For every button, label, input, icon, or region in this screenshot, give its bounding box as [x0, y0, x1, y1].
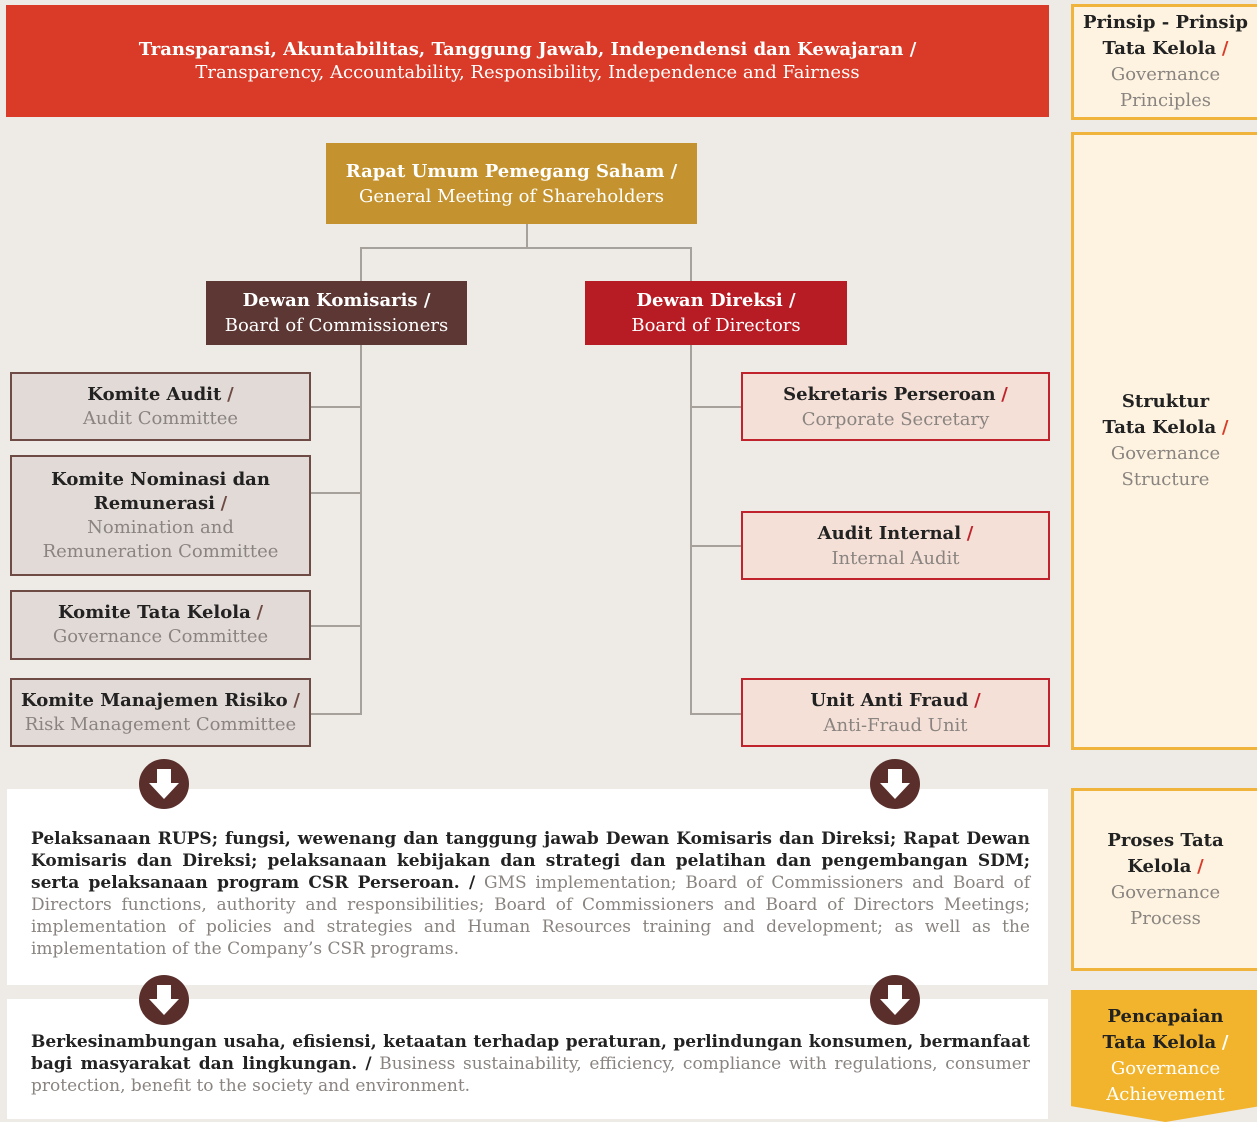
committee-name-en: Audit Committee: [82, 407, 239, 429]
committee-name: Komite Tata Kelola: [57, 602, 251, 623]
committee-name: Komite Audit: [87, 383, 222, 405]
connector-line: [311, 625, 362, 627]
principles-bar: Transparansi, Akuntabilitas, Tanggung Ja…: [6, 5, 1049, 117]
down-arrow-circle-icon: [139, 759, 189, 809]
side-process-sub-2: Process: [1130, 907, 1201, 929]
connector-line: [360, 345, 362, 715]
committee-name-en-2: Remuneration Committee: [42, 540, 279, 562]
committee-name-2: Remunerasi: [93, 492, 215, 514]
side-process: Proses Tata Kelola / Governance Process: [1071, 788, 1257, 971]
board-of-directors-box: Dewan Direksi / Board of Directors: [585, 281, 847, 345]
side-structure-title-1: Struktur: [1121, 391, 1210, 412]
slash: /: [1221, 1032, 1229, 1053]
down-arrow-circle-icon: [870, 759, 920, 809]
connector-line: [311, 713, 362, 715]
unit-name-en: Corporate Secretary: [801, 408, 990, 430]
side-structure-sub-2: Structure: [1121, 469, 1210, 490]
slash: /: [966, 522, 974, 544]
side-process-title-2: Kelola: [1127, 855, 1192, 877]
committee-risk-management: Komite Manajemen Risiko / Risk Managemen…: [10, 678, 311, 747]
slash: /: [1221, 38, 1229, 59]
down-arrow-circle-icon: [139, 975, 189, 1025]
connector-line: [360, 247, 692, 249]
boc-title: Dewan Komisaris /: [242, 290, 431, 311]
slash: /: [1197, 855, 1204, 877]
committee-name: Komite Manajemen Risiko: [21, 689, 288, 711]
slash: /: [293, 689, 300, 711]
slash: /: [1001, 383, 1008, 405]
unit-name: Audit Internal: [817, 522, 962, 544]
side-principles-sub-2: Principles: [1119, 90, 1212, 111]
principles-subtitle: Transparency, Accountability, Responsibi…: [195, 62, 860, 83]
slash: /: [1221, 417, 1229, 438]
connector-line: [311, 492, 362, 494]
connector-line: [311, 406, 362, 408]
side-principles-sub-1: Governance: [1110, 64, 1221, 85]
unit-name-en: Internal Audit: [831, 547, 960, 569]
process-panel: Pelaksanaan RUPS; fungsi, wewenang dan t…: [7, 789, 1048, 985]
process-text-normal: GMS implementation; Board of Commissione…: [31, 873, 1030, 959]
gms-box: Rapat Umum Pemegang Saham / General Meet…: [326, 143, 697, 224]
side-achievement-sub-2: Achievement: [1106, 1084, 1225, 1105]
achievement-text: Berkesinambungan usaha, efisiensi, ketaa…: [31, 1021, 1030, 1097]
side-achievement: Pencapaian Tata Kelola / Governance Achi…: [1071, 990, 1257, 1122]
unit-name-en: Anti-Fraud Unit: [823, 714, 968, 736]
committee-name-en: Risk Management Committee: [24, 713, 297, 735]
side-achievement-sub-1: Governance: [1110, 1058, 1221, 1079]
principles-title: Transparansi, Akuntabilitas, Tanggung Ja…: [138, 39, 917, 60]
connector-line: [360, 247, 362, 281]
side-principles-title-1: Prinsip - Prinsip: [1082, 12, 1248, 33]
slash: /: [256, 602, 264, 623]
side-structure-sub-1: Governance: [1110, 443, 1221, 464]
achievement-panel: Berkesinambungan usaha, efisiensi, ketaa…: [7, 999, 1048, 1119]
gms-title: Rapat Umum Pemegang Saham /: [345, 160, 678, 182]
unit-name: Sekretaris Perseroan: [783, 383, 996, 405]
board-of-commissioners-box: Dewan Komisaris / Board of Commissioners: [206, 281, 467, 345]
boc-subtitle: Board of Commissioners: [224, 315, 449, 336]
slash: /: [227, 383, 234, 405]
connector-line: [526, 224, 528, 248]
committee-name-en: Nomination and: [87, 516, 234, 538]
committee-nomination-remuneration: Komite Nominasi dan Remunerasi / Nominat…: [10, 455, 311, 576]
side-achievement-title-1: Pencapaian: [1107, 1006, 1224, 1027]
side-principles-title-2: Tata Kelola: [1102, 38, 1217, 59]
process-text: Pelaksanaan RUPS; fungsi, wewenang dan t…: [31, 814, 1030, 960]
side-process-title-1: Proses Tata: [1107, 829, 1224, 851]
slash: /: [220, 492, 228, 514]
committee-name-en: Governance Committee: [52, 626, 269, 647]
connector-line: [690, 545, 741, 547]
committee-name: Komite Nominasi dan: [51, 468, 270, 490]
side-process-sub-1: Governance: [1110, 881, 1221, 903]
side-achievement-title-2: Tata Kelola: [1102, 1032, 1217, 1053]
connector-line: [690, 247, 692, 281]
down-arrow-circle-icon: [870, 975, 920, 1025]
committee-audit: Komite Audit / Audit Committee: [10, 372, 311, 441]
side-structure-title-2: Tata Kelola: [1102, 417, 1217, 438]
connector-line: [690, 345, 692, 715]
side-structure: Struktur Tata Kelola / Governance Struct…: [1071, 132, 1257, 750]
bod-title: Dewan Direksi /: [636, 290, 796, 311]
achievement-text-normal: Business sustainability, efficiency, com…: [31, 1054, 1030, 1096]
committee-governance: Komite Tata Kelola / Governance Committe…: [10, 590, 311, 660]
slash: /: [974, 689, 981, 711]
unit-corporate-secretary: Sekretaris Perseroan / Corporate Secreta…: [741, 372, 1050, 441]
side-principles: Prinsip - Prinsip Tata Kelola / Governan…: [1071, 4, 1257, 120]
unit-anti-fraud: Unit Anti Fraud / Anti-Fraud Unit: [741, 678, 1050, 747]
unit-internal-audit: Audit Internal / Internal Audit: [741, 511, 1050, 580]
achievement-text-bold: Berkesinambungan usaha, efisiensi, ketaa…: [31, 1032, 1030, 1074]
unit-name: Unit Anti Fraud: [810, 689, 969, 711]
connector-line: [690, 713, 741, 715]
connector-line: [690, 406, 741, 408]
process-text-bold: Pelaksanaan RUPS; fungsi, wewenang dan t…: [31, 829, 1030, 893]
gms-subtitle: General Meeting of Shareholders: [359, 185, 664, 207]
bod-subtitle: Board of Directors: [631, 315, 801, 336]
